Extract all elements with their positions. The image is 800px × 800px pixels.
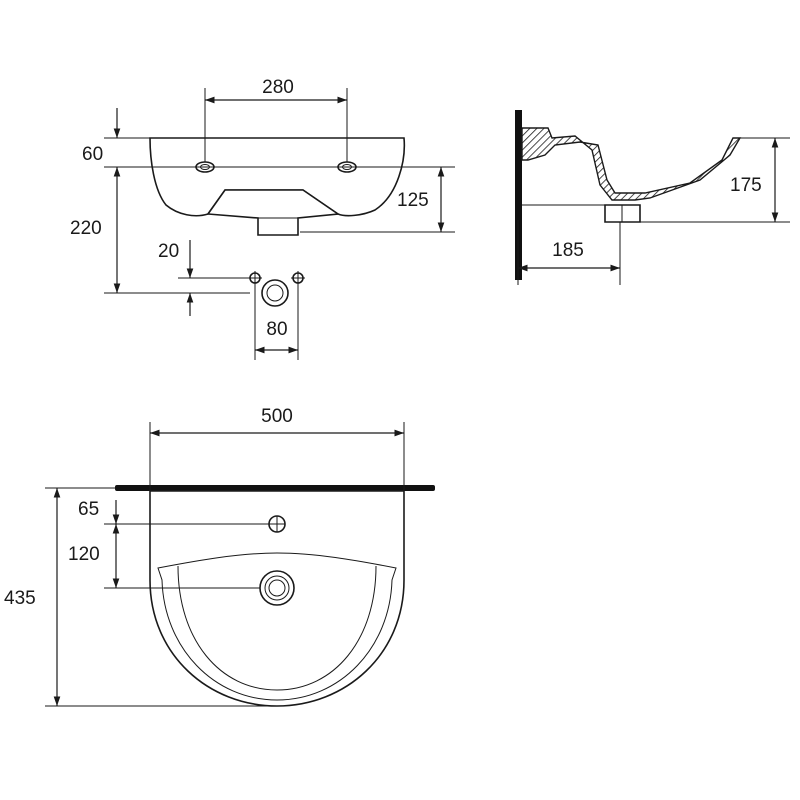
dim-label-500: 500 [261,406,293,427]
dim-label-20: 20 [158,241,179,262]
front-fixing-hole-left [248,271,262,285]
dim-label-175: 175 [730,175,762,196]
dim-label-435: 435 [4,588,36,609]
dim-label-80: 80 [266,319,287,340]
front-waste-spigot [206,189,341,236]
top-waste-outlet [259,570,295,606]
dim-label-125: 125 [397,190,429,211]
dim-label-120: 120 [68,544,100,565]
dim-label-185: 185 [552,240,584,261]
top-wall [115,485,435,491]
dim-label-65: 65 [78,499,99,520]
top-bowl-inner [157,552,397,701]
front-waste-outlet [261,279,289,307]
top-view: 500 65 120 435 [4,406,435,707]
dim-label-280: 280 [262,77,294,98]
side-view: 175 185 [515,110,790,285]
side-basin-section [521,127,742,201]
dim-label-220: 220 [70,218,102,239]
front-fixing-hole-right [291,271,305,285]
front-view: 280 60 220 125 [70,77,455,360]
side-wall [515,110,522,280]
top-tap-hole [268,515,286,533]
dim-label-60: 60 [82,144,103,165]
